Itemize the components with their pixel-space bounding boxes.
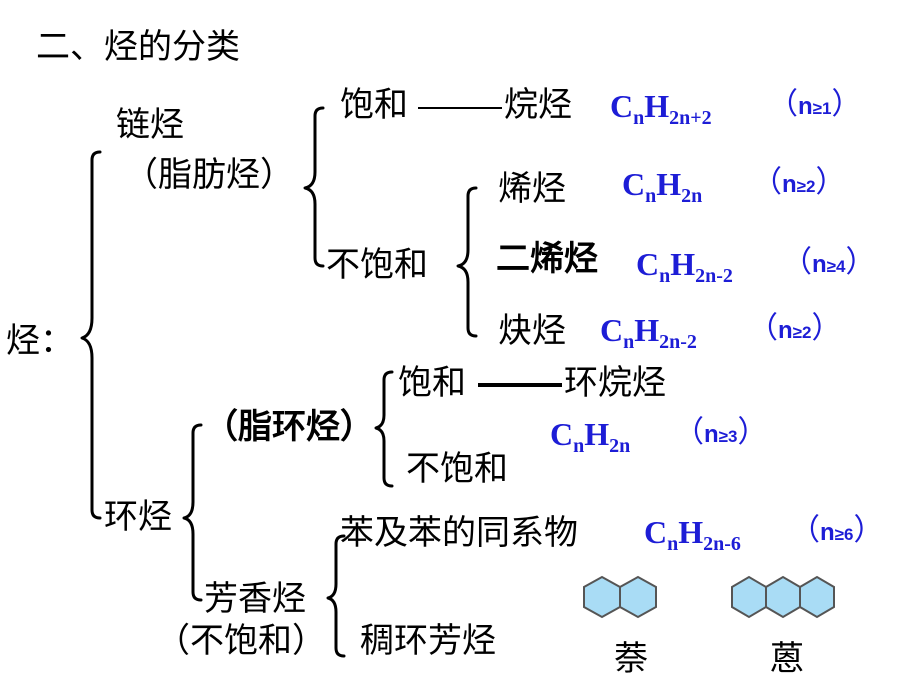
alkane-formula: CnH2n+2: [610, 88, 712, 129]
alkane-condition: （n≥1）: [768, 87, 862, 122]
page-title: 二、烃的分类: [36, 27, 240, 67]
alkene-formula: CnH2n: [622, 166, 703, 207]
alicyclic-brace: [374, 370, 394, 488]
anthracene-label: 蒽: [770, 639, 804, 679]
naphthalene-ring-1: [583, 575, 621, 619]
aromatic-brace: [326, 534, 346, 658]
alkene-condition: （n≥2）: [752, 165, 846, 200]
cyclic-brace: [182, 423, 203, 602]
diene-condition: （n≥4）: [782, 245, 876, 280]
alicyclic-dash: [478, 383, 562, 387]
fused-ring-label: 稠环芳烃: [360, 621, 496, 661]
alkane-label: 烷烃: [504, 85, 572, 125]
alkyne-formula: CnH2n-2: [600, 312, 697, 353]
diene-label: 二烯烃: [496, 239, 598, 279]
alkyne-label: 炔烃: [498, 311, 566, 351]
cyclic-label: 环烃: [104, 497, 172, 537]
anthracene-structure: [731, 575, 835, 619]
benzene-label: 苯及苯的同系物: [340, 513, 578, 553]
chain-label: 链烃: [116, 105, 184, 145]
benzene-formula: CnH2n-6: [644, 514, 741, 555]
alkyne-condition: （n≥2）: [748, 311, 842, 346]
saturated-dash: [418, 107, 502, 109]
cycloalkane-formula: CnH2n: [550, 416, 631, 457]
alicyclic-label: （脂环烃）: [204, 407, 374, 447]
alicyclic-saturated-label: 饱和: [398, 363, 466, 403]
naphthalene-ring-2: [619, 575, 657, 619]
saturated-label: 饱和: [340, 85, 408, 125]
diene-formula: CnH2n-2: [636, 246, 733, 287]
cycloalkane-condition: （n≥3）: [674, 415, 768, 450]
chain-brace: [303, 106, 325, 268]
naphthalene-structure: [583, 575, 657, 619]
aromatic-label: 芳香烃: [204, 579, 306, 619]
anthracene-ring-1: [731, 575, 767, 619]
aromatic-note: （不饱和）: [156, 621, 326, 661]
anthracene-ring-2: [765, 575, 801, 619]
root-brace: [80, 150, 102, 520]
root-label: 烃：: [6, 321, 74, 361]
alkene-label: 烯烃: [498, 169, 566, 209]
anthracene-ring-3: [799, 575, 835, 619]
unsat-brace: [456, 186, 478, 338]
alicyclic-unsaturated-label: 不饱和: [406, 449, 508, 489]
benzene-condition: （n≥6）: [790, 513, 884, 548]
naphthalene-label: 萘: [614, 639, 648, 679]
unsaturated-label: 不饱和: [326, 245, 428, 285]
chain-note: （脂肪烃）: [124, 155, 294, 195]
cycloalkane-label: 环烷烃: [564, 363, 666, 403]
